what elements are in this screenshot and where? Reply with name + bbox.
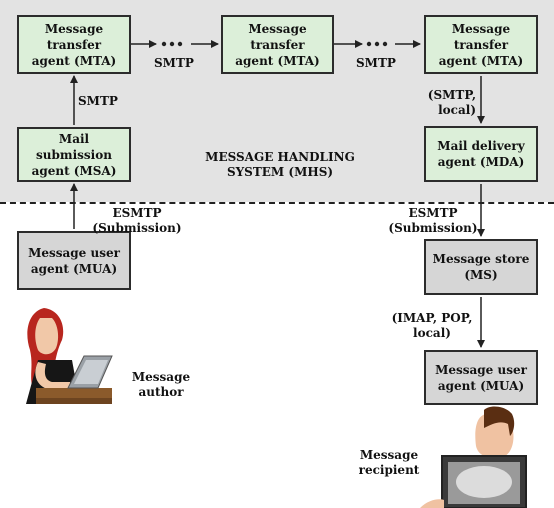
msa-line2: agent (MSA)	[31, 163, 117, 178]
smtp-label-1: SMTP	[154, 56, 194, 70]
author-line2: author	[138, 385, 184, 399]
smtp-label-msa: SMTP	[78, 94, 118, 108]
imap-pop-line1: (IMAP, POP,	[391, 311, 473, 325]
recipient-line2: recipient	[358, 463, 420, 477]
esmtp-left-line2: (Submission)	[92, 221, 182, 235]
mta-right-line2: agent (MTA)	[438, 53, 524, 68]
mta-middle-line1: Message transfer	[248, 21, 307, 52]
mda-line2: agent (MDA)	[437, 155, 525, 169]
mua-sender-line1: Message user	[28, 245, 120, 260]
mda-line1: Mail delivery	[437, 139, 525, 153]
mhs-boundary-line	[0, 202, 554, 204]
smtp-local-line2: local)	[438, 103, 476, 117]
message-author-label: Message author	[128, 370, 194, 400]
mta-left-line1: Message transfer	[44, 21, 104, 52]
mda-box: Mail delivery agent (MDA)	[424, 126, 538, 182]
ms-line2: (MS)	[464, 268, 498, 282]
mhs-title-line1: MESSAGE HANDLING	[205, 150, 355, 164]
mta-middle-line2: agent (MTA)	[235, 53, 320, 68]
mhs-title-line2: SYSTEM (MHS)	[226, 165, 334, 179]
smtp-local-label: (SMTP, local)	[424, 88, 476, 118]
smtp-local-line1: (SMTP,	[427, 88, 476, 102]
smtp-label-2: SMTP	[356, 56, 396, 70]
msa-line1: Mail submission	[36, 131, 112, 162]
imap-pop-label: (IMAP, POP, local)	[388, 311, 476, 341]
recipient-line1: Message	[359, 448, 419, 462]
mta-left-line2: agent (MTA)	[31, 53, 117, 68]
mua-sender-line2: agent (MUA)	[30, 261, 118, 276]
mhs-title: MESSAGE HANDLING SYSTEM (MHS)	[190, 150, 370, 180]
message-author-illustration	[26, 308, 113, 404]
author-line1: Message	[131, 370, 191, 384]
esmtp-left-label: ESMTP (Submission)	[92, 206, 182, 236]
mua-recipient-line1: Message user	[435, 362, 527, 377]
esmtp-left-line1: ESMTP	[112, 206, 162, 220]
message-recipient-label: Message recipient	[356, 448, 422, 478]
ms-box: Message store (MS)	[424, 239, 538, 295]
esmtp-right-line2: (Submission)	[388, 221, 478, 235]
imap-pop-line2: local)	[413, 326, 451, 340]
ellipsis-dots	[161, 41, 388, 47]
mua-recipient-line2: agent (MUA)	[437, 378, 525, 393]
esmtp-right-label: ESMTP (Submission)	[388, 206, 478, 236]
mta-right-line1: Message transfer	[451, 21, 511, 52]
esmtp-right-line1: ESMTP	[408, 206, 458, 220]
message-recipient-illustration	[420, 406, 527, 508]
ms-line1: Message store	[432, 252, 530, 266]
